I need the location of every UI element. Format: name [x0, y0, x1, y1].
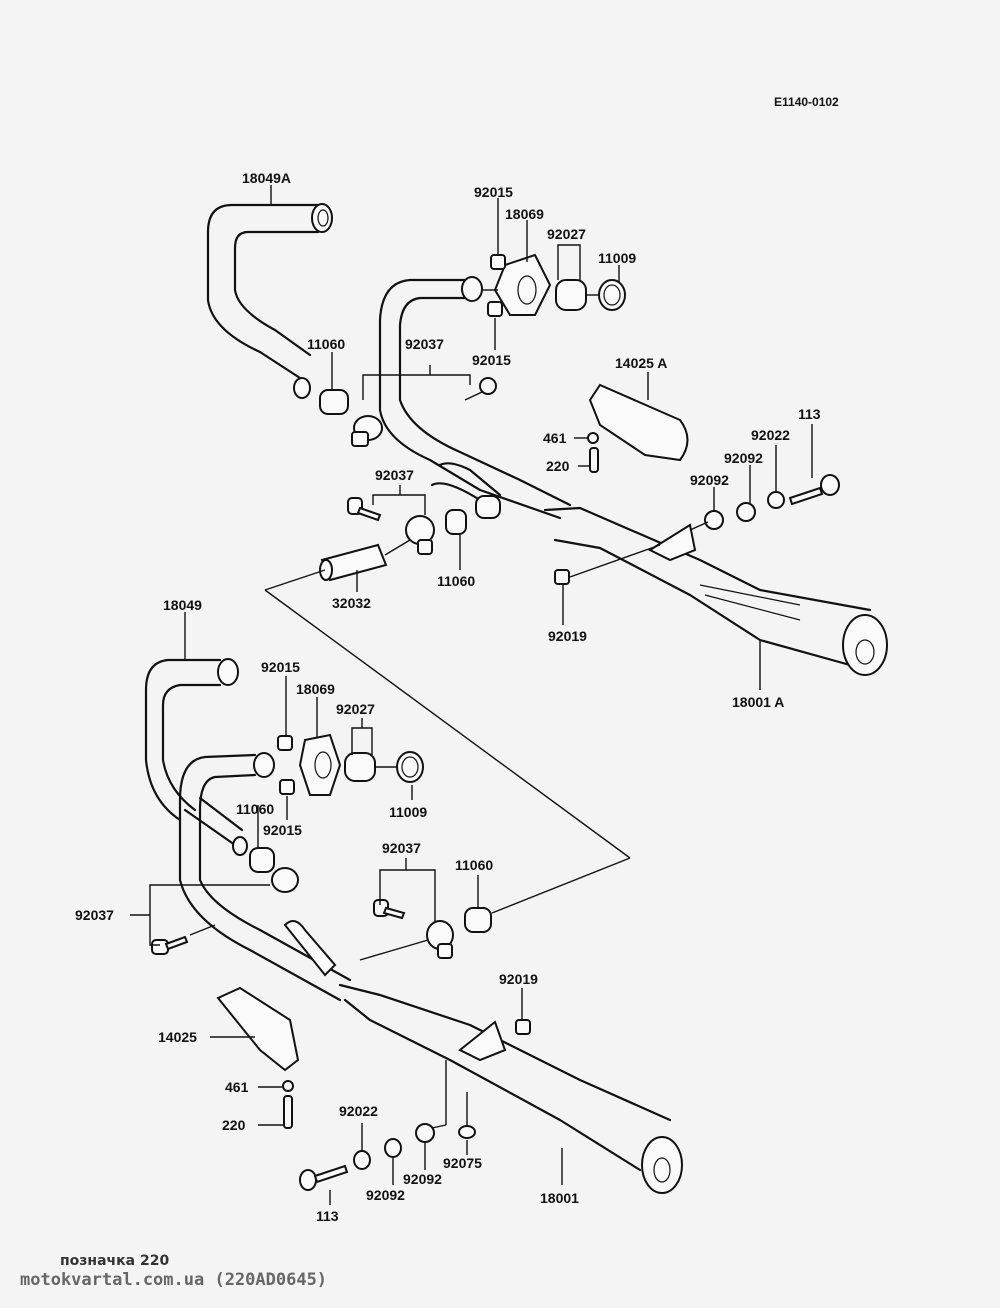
- label-92015-bottom: 92015: [472, 352, 511, 368]
- footer-caption: позначка 220: [60, 1253, 170, 1269]
- lower-cover-14025: [216, 986, 300, 1129]
- label-92015-lower-top: 92015: [261, 659, 300, 675]
- upper-clamp-assembly: [319, 377, 497, 447]
- upper-pipe-18049a: [206, 203, 333, 399]
- reference-code: E1140-0102: [774, 95, 839, 109]
- label-11009: 11009: [598, 250, 637, 266]
- label-220-top: 220: [546, 458, 570, 474]
- upper-bolt-assembly: [689, 474, 840, 531]
- label-220-lower: 220: [222, 1117, 246, 1133]
- label-92092-lower-inner: 92092: [403, 1171, 442, 1187]
- label-92037-lower-right: 92037: [382, 840, 421, 856]
- lower-clamp-left: [151, 847, 299, 955]
- label-92019-lower: 92019: [499, 971, 538, 987]
- label-32032: 32032: [332, 595, 371, 611]
- label-18069-lower: 18069: [296, 681, 335, 697]
- label-92092-top-outer: 92092: [724, 450, 763, 466]
- upper-cover-14025a: [587, 383, 689, 473]
- upper-collar: [555, 279, 626, 311]
- lower-bolt-assembly: [299, 1060, 476, 1191]
- footer-source: motokvartal.com.ua (220AD0645): [20, 1270, 328, 1290]
- label-92037-mid: 92037: [375, 467, 414, 483]
- label-18049a: 18049A: [242, 170, 292, 186]
- label-92037-top: 92037: [405, 336, 444, 352]
- label-113-top: 113: [798, 406, 821, 422]
- label-113-lower: 113: [316, 1208, 339, 1224]
- label-92019-top: 92019: [548, 628, 587, 644]
- label-14025: 14025: [158, 1029, 197, 1045]
- label-18069: 18069: [505, 206, 544, 222]
- cross-reference-lines: [264, 569, 631, 914]
- leader-lines: [130, 185, 813, 1205]
- label-14025a: 14025 A: [615, 355, 668, 371]
- label-461-lower: 461: [225, 1079, 249, 1095]
- upper-joint-assembly: [319, 495, 661, 585]
- upper-muffler-18001a: [543, 506, 888, 676]
- label-92037-lower-left: 92037: [75, 907, 114, 923]
- label-18001a: 18001 A: [732, 694, 785, 710]
- label-92075: 92075: [443, 1155, 482, 1171]
- lower-pipe-18049: [144, 658, 248, 856]
- upper-pipe-inner: [378, 276, 572, 520]
- label-92027: 92027: [547, 226, 586, 242]
- label-92015-top: 92015: [474, 184, 513, 200]
- lower-flange: [277, 733, 342, 796]
- label-92015-lower-bottom: 92015: [263, 822, 302, 838]
- label-18049: 18049: [163, 597, 202, 613]
- upper-flange: [482, 253, 552, 317]
- label-92092-lower-outer: 92092: [366, 1187, 405, 1203]
- label-11060-top: 11060: [307, 336, 346, 352]
- label-18001: 18001: [540, 1190, 579, 1206]
- lower-pipe-inner: [178, 752, 352, 1002]
- label-11060-lower-right: 11060: [455, 857, 494, 873]
- label-11060-mid: 11060: [437, 573, 476, 589]
- lower-muffler-18001: [338, 983, 683, 1194]
- lower-clamp-right: [359, 899, 492, 961]
- label-11009-lower: 11009: [389, 804, 428, 820]
- label-92092-top-inner: 92092: [690, 472, 729, 488]
- label-92027-lower: 92027: [336, 701, 375, 717]
- label-461-top: 461: [543, 430, 567, 446]
- label-92022-lower: 92022: [339, 1103, 378, 1119]
- lower-collar: [344, 751, 424, 783]
- label-11060-lower-left: 11060: [236, 801, 275, 817]
- label-92022-top: 92022: [751, 427, 790, 443]
